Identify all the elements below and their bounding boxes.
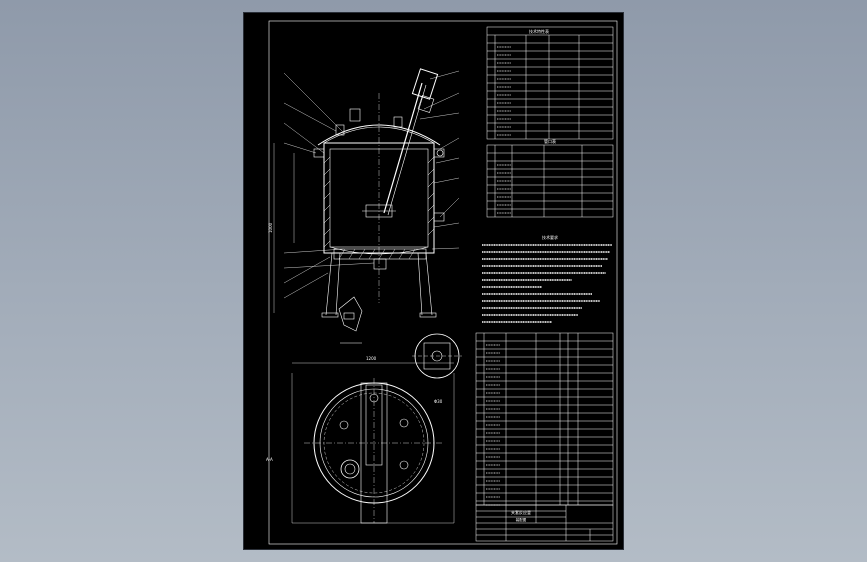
- nozzle-table: 管口表: [486, 138, 614, 218]
- drawing-canvas: 1000: [266, 20, 618, 545]
- title-block-name: 夹套反应釜: [511, 509, 531, 515]
- section-label: A-A: [266, 457, 273, 462]
- technical-notes: 技术要求: [482, 234, 612, 323]
- nozzle-table-title: 管口表: [544, 138, 556, 144]
- spec-table-title: 技术特性表: [529, 28, 549, 34]
- title-block: 夹套反应釜 装配图: [475, 504, 614, 542]
- height-dimension: 1000: [268, 222, 273, 233]
- flange-detail: Φ30: [412, 333, 462, 404]
- plan-view: 1200 A-A: [266, 356, 455, 524]
- drawing-sheet: 1000: [244, 13, 623, 549]
- detail-dimension: Φ30: [434, 399, 443, 404]
- parts-list: [475, 332, 614, 506]
- spec-table: 技术特性表: [486, 26, 614, 140]
- drawing-frame: [268, 20, 618, 545]
- title-block-sub: 装配图: [516, 517, 527, 522]
- plan-width-dimension: 1200: [366, 356, 377, 361]
- notes-title: 技术要求: [542, 234, 558, 240]
- elevation-view: 1000: [268, 68, 460, 344]
